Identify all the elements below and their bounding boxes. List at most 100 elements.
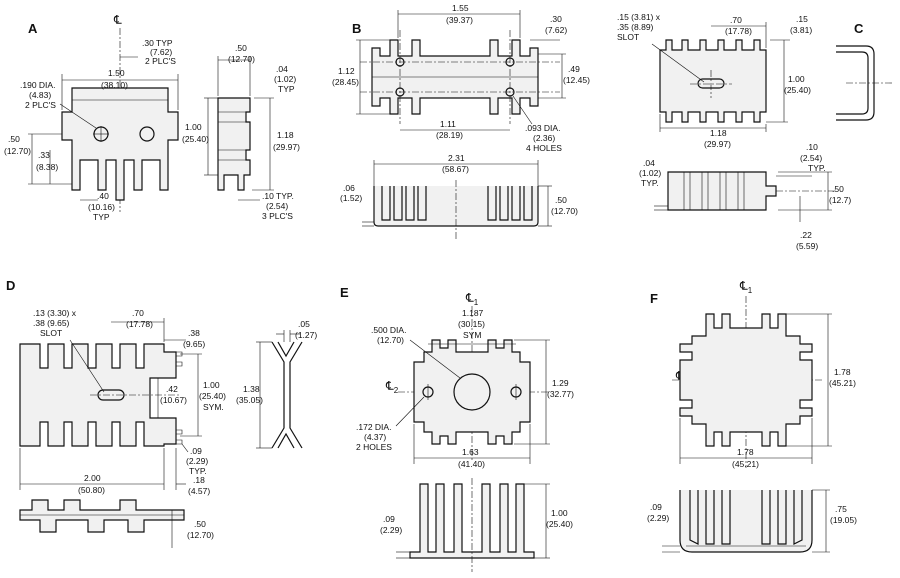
dim-e-1187: 1.187 xyxy=(462,308,484,318)
dim-b-112-mm: (28.45) xyxy=(332,77,359,87)
dim-c-100: 1.00 xyxy=(788,74,805,84)
dim-a-side-050: .50 xyxy=(235,43,247,53)
dim-d-070: .70 xyxy=(132,308,144,318)
panel-b-hole-2 xyxy=(505,57,515,67)
panel-c: C .15 (3.81) x .35 (8.89) SLOT .70 (17.7… xyxy=(617,12,894,251)
dim-b-111-mm: (28.19) xyxy=(436,130,463,140)
dim-e-172-dia: .172 DIA. xyxy=(356,422,391,432)
panel-e-center-hole xyxy=(453,373,491,411)
dim-c-010-note: TYP. xyxy=(808,163,826,173)
dim-a-030-note: 2 PLC'S xyxy=(145,56,176,66)
dim-a-004-mm: (1.02) xyxy=(274,74,296,84)
dim-e-500-dia: .500 DIA. xyxy=(371,325,406,335)
dim-a-118-mm: (29.97) xyxy=(273,142,300,152)
panel-d: D .13 (3.30) x .38 (9.65) SLOT .70 (17.7… xyxy=(6,278,317,548)
dim-a-190-mm: (4.83) xyxy=(29,90,51,100)
dim-c-004-note: TYP. xyxy=(641,178,659,188)
dim-c-slot-2: .35 (8.89) xyxy=(617,22,654,32)
dim-b-049: .49 xyxy=(568,64,580,74)
dim-c-022-mm: (5.59) xyxy=(796,241,818,251)
dim-d-100-mm: (25.40) xyxy=(199,391,226,401)
dim-a-040-mm: (10.16) xyxy=(88,202,115,212)
dim-a-118: 1.18 xyxy=(277,130,294,140)
panel-f-centerline-1: ℄1 xyxy=(739,279,753,295)
dim-a-040-note: TYP xyxy=(93,212,110,222)
dim-a-150-mm: (38.10) xyxy=(101,80,128,90)
dim-e-163-mm: (41.40) xyxy=(458,459,485,469)
dim-b-093-mm: (2.36) xyxy=(533,133,555,143)
dim-d-018: .18 xyxy=(193,475,205,485)
panel-f-side-fins xyxy=(689,490,803,545)
dim-a-004: .04 xyxy=(276,64,288,74)
panel-a-mount-hole-right xyxy=(139,126,155,142)
dim-d-005-mm: (1.27) xyxy=(295,330,317,340)
panel-c-side-fins xyxy=(683,172,745,210)
panel-b-letter: B xyxy=(352,21,361,36)
panel-e-letter: E xyxy=(340,285,349,300)
panel-c-letter: C xyxy=(854,21,864,36)
dim-c-070-mm: (17.78) xyxy=(725,26,752,36)
panel-c-side-view xyxy=(667,171,777,211)
dim-f-178-h: 1.78 xyxy=(834,367,851,377)
dim-c-015: .15 xyxy=(796,14,808,24)
dim-a-150: 1.50 xyxy=(108,68,125,78)
dim-a-033: .33 xyxy=(38,150,50,160)
dim-c-004-mm: (1.02) xyxy=(639,168,661,178)
dim-b-112: 1.12 xyxy=(338,66,355,76)
dim-a-side-050-mm: (12.70) xyxy=(228,54,255,64)
dim-a-010-note: 3 PLC'S xyxy=(262,211,293,221)
dim-c-010-mm: (2.54) xyxy=(800,153,822,163)
panel-a-letter: A xyxy=(28,21,38,36)
dim-d-138: 1.38 xyxy=(243,384,260,394)
dim-f-178-h-mm: (45.21) xyxy=(829,378,856,388)
panel-f-letter: F xyxy=(650,291,658,306)
panel-d-bottom-view xyxy=(19,499,185,533)
dim-e-500-mm: (12.70) xyxy=(377,335,404,345)
panel-b-hole-4 xyxy=(505,87,515,97)
dim-a-100: 1.00 xyxy=(185,122,202,132)
dim-a-030-mm: (7.62) xyxy=(150,47,172,57)
panel-e-top-view xyxy=(413,339,531,445)
dim-f-009-mm: (2.29) xyxy=(647,513,669,523)
dim-d-070-mm: (17.78) xyxy=(126,319,153,329)
dim-f-178-w: 1.78 xyxy=(737,447,754,457)
dim-a-190-note: 2 PLC'S xyxy=(25,100,56,110)
dim-a-030-typ: .30 TYP xyxy=(142,38,173,48)
dim-f-075-mm: (19.05) xyxy=(830,515,857,525)
dim-b-030: .30 xyxy=(550,14,562,24)
dim-a-033-mm: (8.38) xyxy=(36,162,58,172)
dim-d-slot-3: SLOT xyxy=(40,328,62,338)
dim-a-010-mm: (2.54) xyxy=(266,201,288,211)
dim-e-129: 1.29 xyxy=(552,378,569,388)
dim-c-022: .22 xyxy=(800,230,812,240)
dim-c-slot-1: .15 (3.81) x xyxy=(617,12,661,22)
dim-e-1187-note: SYM xyxy=(463,330,481,340)
dim-e-172-mm: (4.37) xyxy=(364,432,386,442)
dim-b-030-mm: (7.62) xyxy=(545,25,567,35)
dim-e-009: .09 xyxy=(383,514,395,524)
panel-d-slot xyxy=(97,389,125,401)
dim-b-231: 2.31 xyxy=(448,153,465,163)
panel-b: B 1.55 (39.37) .30 (7.62) 1.12 (28.45) .… xyxy=(332,3,590,240)
dim-d-138-mm: (35.05) xyxy=(236,395,263,405)
dim-a-100-mm: (25.40) xyxy=(182,134,209,144)
dim-c-118-mm: (29.97) xyxy=(704,139,731,149)
dim-b-050-mm: (12.70) xyxy=(551,206,578,216)
dim-d-018-mm: (4.57) xyxy=(188,486,210,496)
dim-f-009: .09 xyxy=(650,502,662,512)
dim-c-slot-3: SLOT xyxy=(617,32,639,42)
dim-e-129-mm: (32.77) xyxy=(547,389,574,399)
dim-a-040: .40 xyxy=(97,191,109,201)
panel-a-centerline-symbol: ℄ xyxy=(113,13,122,27)
dim-b-006-mm: (1.52) xyxy=(340,193,362,203)
dim-e-009-mm: (2.29) xyxy=(380,525,402,535)
dim-b-049-mm: (12.45) xyxy=(563,75,590,85)
dim-b-050: .50 xyxy=(555,195,567,205)
dim-d-200: 2.00 xyxy=(84,473,101,483)
dim-d-slot-2: .38 (9.65) xyxy=(33,318,70,328)
dim-d-200-mm: (50.80) xyxy=(78,485,105,495)
panel-b-hole-1 xyxy=(395,57,405,67)
dim-b-006: .06 xyxy=(343,183,355,193)
